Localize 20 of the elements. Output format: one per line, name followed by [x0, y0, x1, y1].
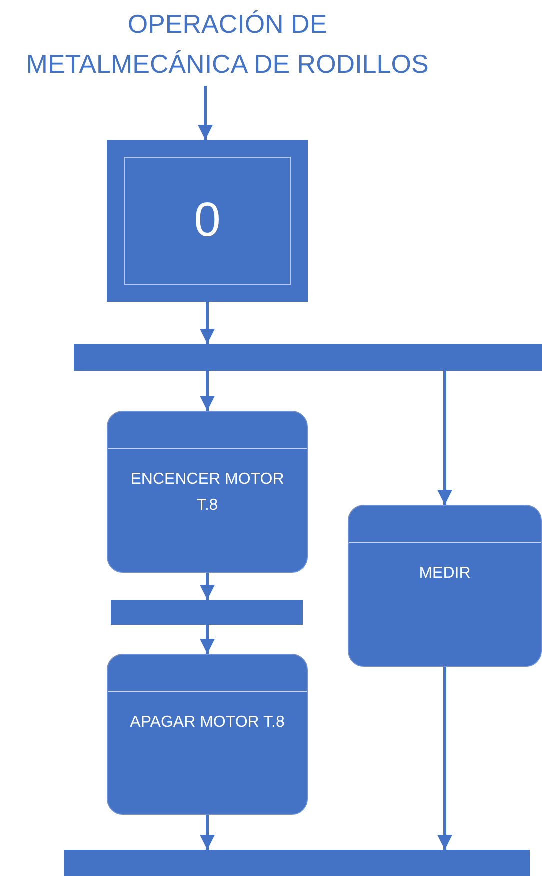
process-box	[348, 505, 542, 667]
title-text: OPERACIÓN DE METALMECÁNICA DE RODILLOS	[20, 2, 435, 86]
box-number: 0	[194, 193, 221, 249]
process-label: MEDIR	[418, 564, 472, 584]
process-box	[107, 411, 308, 573]
process-box	[107, 654, 308, 815]
arrow	[200, 371, 215, 411]
arrow	[200, 625, 215, 654]
arrow	[438, 667, 452, 850]
arrow	[438, 371, 452, 505]
sync-bar	[64, 850, 530, 876]
process-label: ENCENCER MOTOR T.8	[130, 470, 285, 516]
process-label: APAGAR MOTOR T.8	[130, 713, 285, 733]
sync-bar	[111, 600, 303, 625]
arrow	[200, 573, 215, 600]
arrow	[200, 302, 215, 344]
arrow	[198, 86, 213, 140]
sync-bar	[74, 344, 542, 371]
numbered-box	[107, 140, 308, 302]
arrow	[200, 815, 215, 850]
